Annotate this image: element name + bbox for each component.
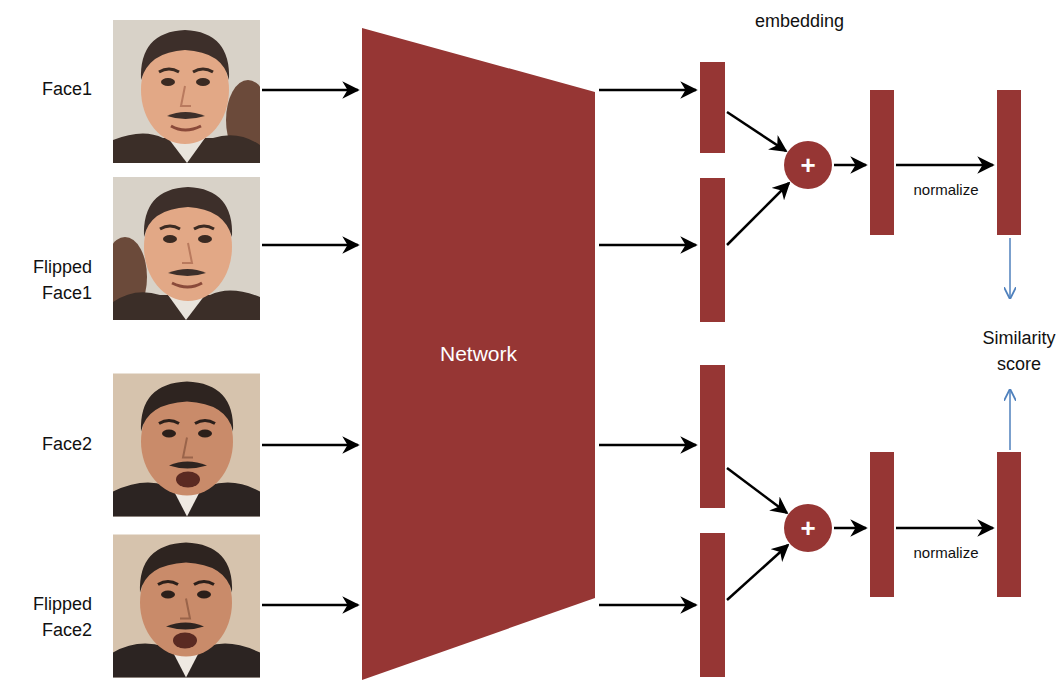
normalize-label: normalize	[897, 179, 995, 201]
face-photo	[113, 374, 260, 517]
input-label: Flipped Face2	[2, 591, 92, 643]
network-block: Network	[362, 28, 595, 680]
input-label: Face2	[2, 431, 92, 457]
node-text: Network	[440, 342, 517, 366]
normalize-label: normalize	[897, 542, 995, 564]
node-text: +	[800, 515, 815, 541]
sum-circle: +	[784, 504, 832, 552]
similarity-label: Similarity score	[978, 325, 1060, 377]
input-label: Face1	[2, 76, 92, 102]
input-arrows	[262, 90, 358, 605]
flipped-face-photo	[113, 535, 260, 678]
embedding-bars	[700, 62, 1021, 677]
face-photo	[113, 20, 270, 163]
sum-circle: +	[784, 141, 832, 189]
output-arrows	[599, 90, 696, 605]
node-text: +	[800, 152, 815, 178]
flipped-face-photo	[103, 177, 260, 320]
embedding-label: embedding	[755, 8, 885, 34]
input-label: Flipped Face1	[2, 254, 92, 306]
